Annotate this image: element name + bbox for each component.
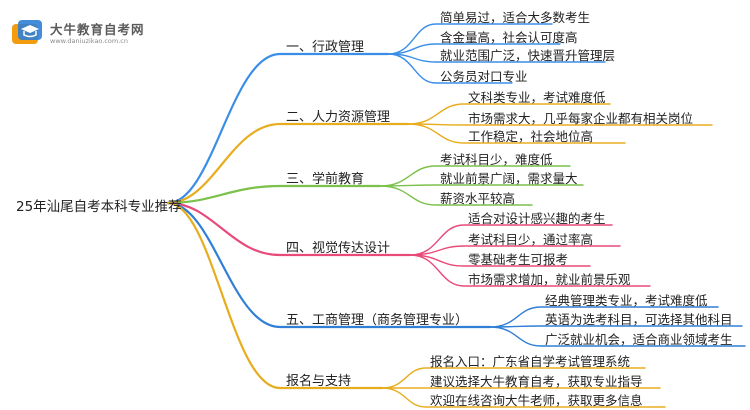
leaf-label: 工作稳定，社会地位高 [468,129,594,144]
leaf-label: 文科类专业，考试难度低 [468,90,606,105]
leaf-label: 建议选择大牛教育自考，获取专业指导 [430,374,643,389]
root-topic: 25年汕尾自考本科专业推荐 [16,199,182,215]
graduation-cap-icon [12,20,42,44]
leaf-label: 英语为选考科目，可选择其他科目 [545,312,733,327]
branch-connector [166,52,390,205]
leaf-label: 广泛就业机会，适合商业领域考生 [545,332,733,347]
branch-label: 报名与支持 [286,374,352,389]
site-logo-url: www.daniuzikao.com.cn [50,37,128,45]
branch-connector [166,122,410,205]
branch-label: 四、视觉传达设计 [286,241,391,256]
leaf-label: 经典管理类专业，考试难度低 [545,293,708,308]
leaf-label: 简单易过，适合大多数考生 [440,10,591,25]
leaf-connector [489,326,746,347]
leaf-label: 欢迎在线咨询大牛老师，获取更多信息 [430,393,643,408]
branch-connector [166,184,382,205]
leaf-label: 含金量高，社会认可度高 [440,30,578,45]
leaf-connector [409,254,651,287]
branch-connector [166,201,384,390]
leaf-connector [409,224,613,256]
leaf-label: 公务员对口专业 [440,69,528,84]
leaf-connector [381,367,646,389]
leaf-connector [379,185,533,206]
branch-label: 三、学前教育 [286,172,365,187]
branch-connector [166,201,492,329]
leaf-label: 市场需求大，几乎每家企业都有相关岗位 [468,111,694,126]
branch-label: 二、人力资源管理 [286,110,391,125]
branch-connector [166,201,412,257]
site-logo-title: 大牛教育自考网 [50,22,145,37]
leaf-label: 就业前景广阔，需求量大 [440,171,578,186]
leaf-label: 考试科目少，难度低 [440,152,553,167]
branch-label: 五、工商管理（商务管理专业） [286,313,469,328]
leaf-label: 报名入口：广东省自学考试管理系统 [430,354,631,369]
site-logo: 大牛教育自考网 www.daniuzikao.com.cn [10,16,170,50]
leaf-connector [387,53,513,84]
leaf-connector [407,103,611,125]
leaf-label: 就业范围广泛，快速晋升管理层 [440,48,616,63]
leaf-label: 市场需求增加，就业前景乐观 [468,272,631,287]
leaf-label: 零基础考生可报考 [468,252,569,267]
leaf-connector [407,123,626,144]
leaf-label: 考试科目少，通过率高 [468,232,594,247]
leaf-label: 薪资水平较高 [440,191,516,206]
leaf-label: 适合对设计感兴趣的考生 [468,211,606,226]
branch-label: 一、行政管理 [286,40,365,55]
leaf-connector [381,387,666,408]
